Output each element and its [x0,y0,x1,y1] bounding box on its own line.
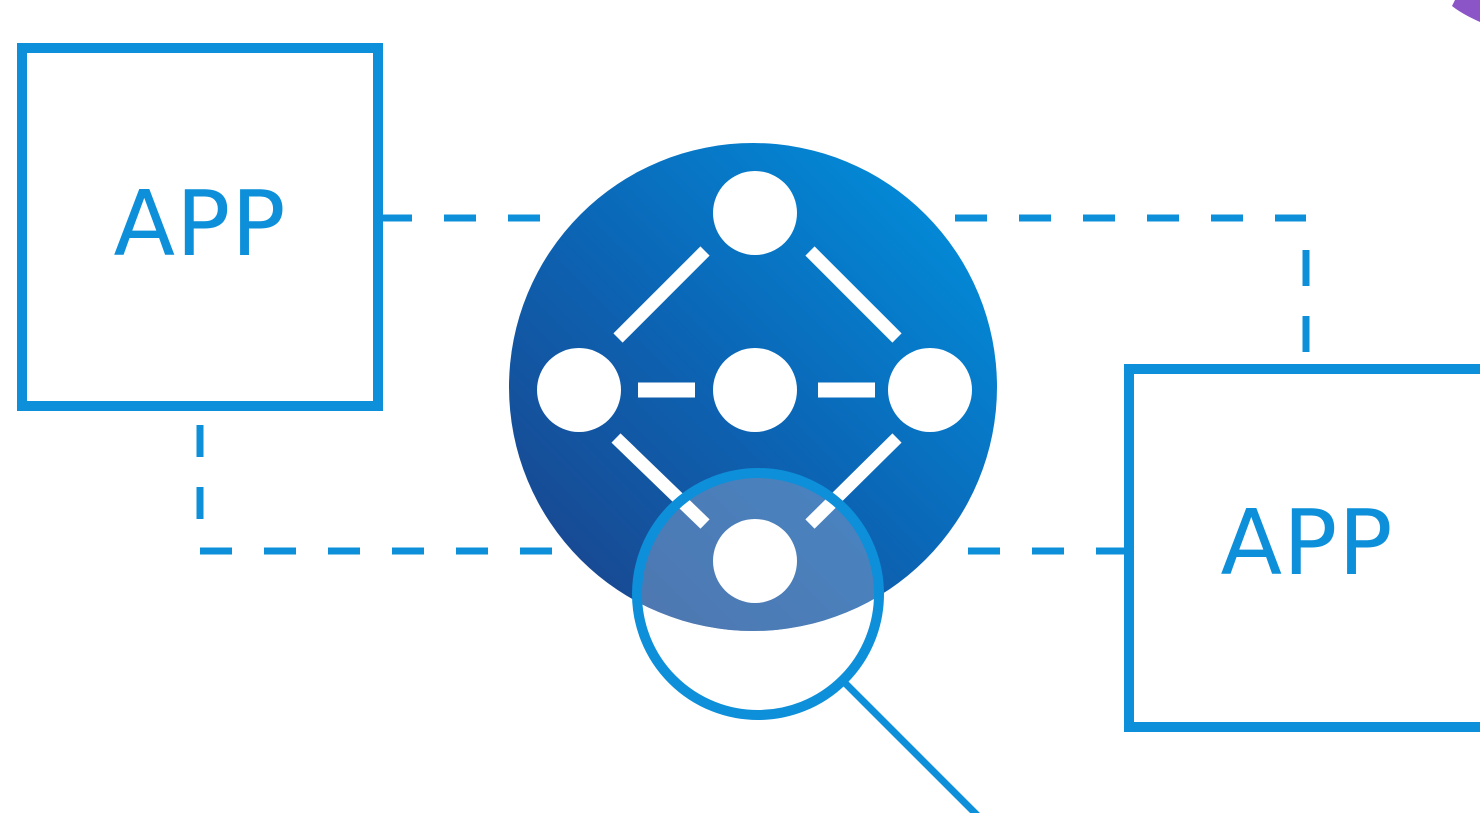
network-graph-icon [537,171,972,529]
edge-top-left [613,246,710,343]
node-center [713,348,797,432]
app-left-label: APP [113,172,286,277]
lens-handle [842,680,980,813]
connector-lines [196,214,1310,555]
app-box-left[interactable]: APP [17,43,383,411]
app-box-right[interactable]: APP [1124,364,1480,732]
edge-top-right [805,246,902,343]
node-bottom [713,519,797,603]
app-right-label: APP [1220,491,1393,596]
network-hub [509,143,997,631]
node-left [537,348,621,432]
corner-purple-shape [1452,0,1480,22]
node-top [713,171,797,255]
lens-ring [632,468,884,720]
node-right [888,348,972,432]
